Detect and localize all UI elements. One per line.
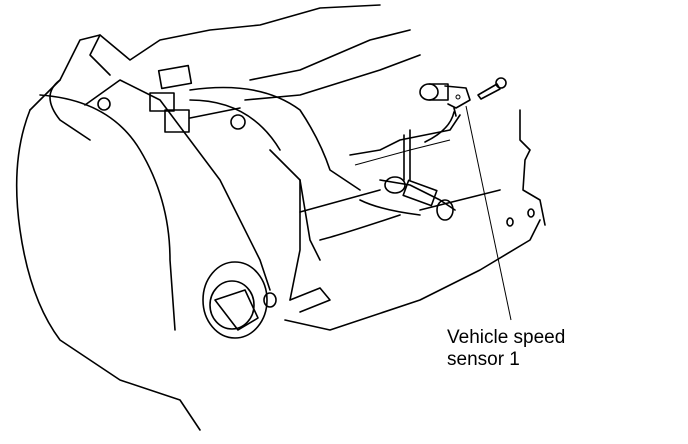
sensor-connector-assembly [359, 129, 456, 221]
transmission-case [15, 4, 546, 431]
callout-label-vehicle-speed-sensor: Vehicle speed sensor 1 [447, 327, 565, 371]
callout-leader-line [465, 105, 512, 321]
vehicle-speed-sensor [419, 83, 471, 143]
output-shaft [202, 261, 331, 339]
wiring-harness [97, 64, 461, 191]
callout-label-line2: sensor 1 [447, 349, 520, 370]
bolt [477, 77, 507, 100]
callout-label-line1: Vehicle speed [447, 327, 566, 348]
